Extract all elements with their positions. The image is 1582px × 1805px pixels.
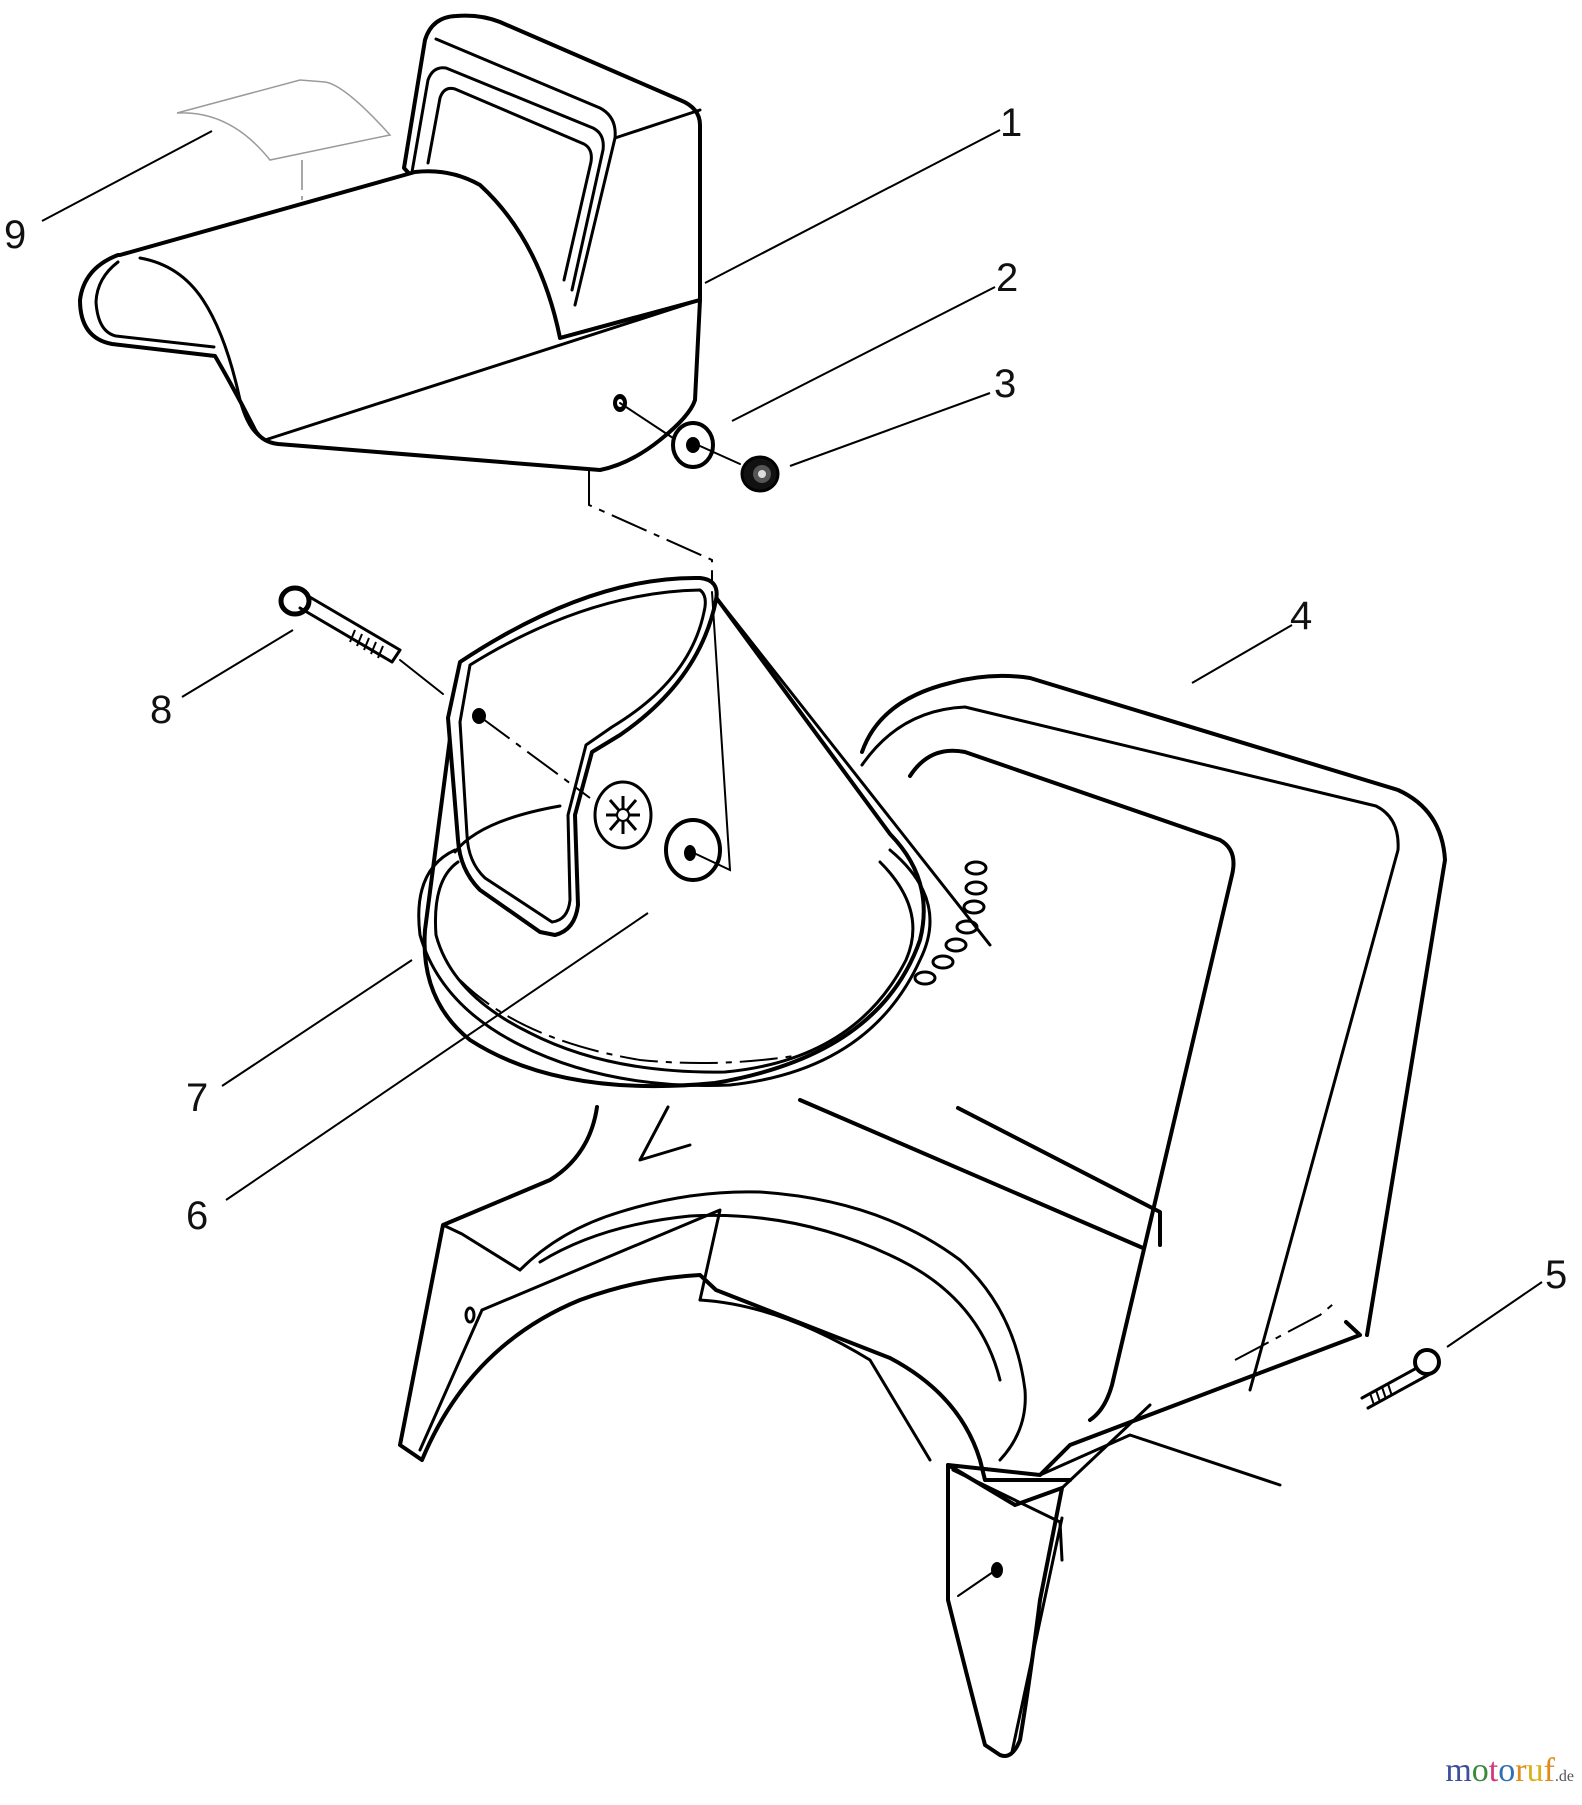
watermark-letter: u: [1526, 1752, 1544, 1789]
bolt-5: [1234, 1299, 1441, 1410]
watermark-letter: t: [1488, 1752, 1499, 1789]
chute-bracket: [446, 575, 719, 937]
callout-8: 8: [150, 688, 173, 732]
callout-1: 1: [1000, 101, 1023, 145]
nut-3: [699, 445, 780, 493]
chute-base-housing-4: [398, 673, 1447, 1758]
watermark-letter: m: [1445, 1752, 1472, 1789]
washer-6: [664, 591, 732, 882]
watermark-letter: o: [1498, 1752, 1516, 1789]
washer-2: [619, 402, 715, 469]
bolt-8: [278, 585, 444, 695]
leader-9: [41, 130, 213, 222]
callout-9: 9: [4, 213, 27, 257]
chute-deflector-1: [78, 13, 702, 472]
leader-5: [1446, 1281, 1543, 1348]
callout-6: 6: [186, 1194, 209, 1238]
callout-2: 2: [996, 256, 1019, 300]
leader-lines: [41, 129, 1543, 1348]
leader-7: [221, 959, 413, 1087]
watermark-letter: r: [1515, 1752, 1527, 1789]
leader-3: [789, 392, 991, 467]
leader-8: [181, 629, 294, 698]
watermark-letter: o: [1471, 1752, 1489, 1789]
leader-1: [704, 129, 1001, 284]
watermark-logo: motoruf.de: [1445, 1752, 1574, 1790]
callout-5: 5: [1545, 1253, 1568, 1297]
callout-7: 7: [186, 1076, 209, 1120]
watermark-suffix: .de: [1554, 1768, 1574, 1785]
callout-3: 3: [994, 362, 1017, 406]
watermark-letter: f: [1543, 1752, 1555, 1789]
leader-6: [225, 912, 649, 1201]
callout-4: 4: [1290, 594, 1313, 638]
leader-4: [1191, 624, 1293, 684]
leader-2: [731, 286, 996, 422]
